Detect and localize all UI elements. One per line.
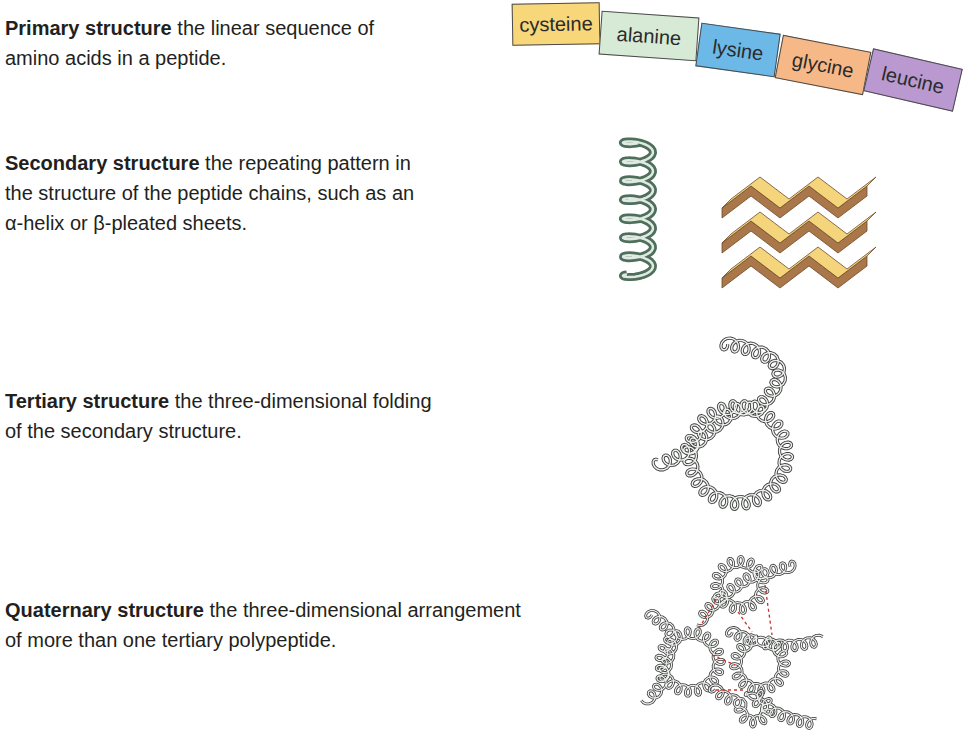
bond-line (716, 689, 746, 690)
coil-highlight (653, 338, 792, 509)
coil-highlight (641, 611, 724, 704)
amino-acid-box: lysine (695, 23, 780, 78)
coil-ribbon (641, 611, 724, 704)
bond-line (738, 612, 752, 632)
definition: Primary structurethe linear sequence of … (5, 13, 420, 73)
definition: Quaternary structurethe three-dimensiona… (5, 595, 540, 655)
amino-acid-box: cysteine (512, 2, 601, 46)
term-name: Primary structure (5, 17, 172, 39)
term-name: Quaternary structure (5, 599, 204, 621)
sheet-face (722, 212, 876, 243)
coil-highlight (697, 556, 795, 625)
bond-line (712, 655, 735, 665)
coil-ribbon (623, 141, 653, 277)
coil-ribbon (653, 338, 792, 509)
sheet-face (722, 177, 876, 208)
alpha-helix (623, 141, 653, 277)
term-name: Secondary structure (5, 152, 200, 174)
term-name: Tertiary structure (5, 390, 169, 412)
sheet-face (722, 247, 876, 278)
amino-acid-box: leucine (863, 48, 963, 112)
amino-acid-box: glycine (775, 35, 872, 95)
amino-acid-name: leucine (880, 62, 947, 99)
amino-acid-box: alanine (599, 11, 700, 62)
bond-line (765, 585, 772, 635)
amino-acid-name: glycine (790, 48, 856, 82)
coil-ribbon (709, 685, 816, 728)
beta-sheets (722, 177, 876, 288)
coil-highlight (623, 141, 653, 277)
definition: Secondary structurethe repeating pattern… (5, 148, 415, 238)
bond-line (698, 600, 716, 630)
tertiary-coil (653, 338, 792, 509)
coil-ribbon (726, 627, 822, 694)
coil-highlight (709, 685, 816, 728)
quaternary-coils (641, 556, 823, 728)
coil-ribbon (697, 556, 795, 625)
amino-acid-name: alanine (616, 22, 682, 49)
amino-acid-name: lysine (711, 35, 765, 65)
coil-highlight (726, 627, 822, 694)
amino-acid-name: cysteine (519, 12, 593, 36)
definition: Tertiary structurethe three-dimensional … (5, 386, 437, 446)
